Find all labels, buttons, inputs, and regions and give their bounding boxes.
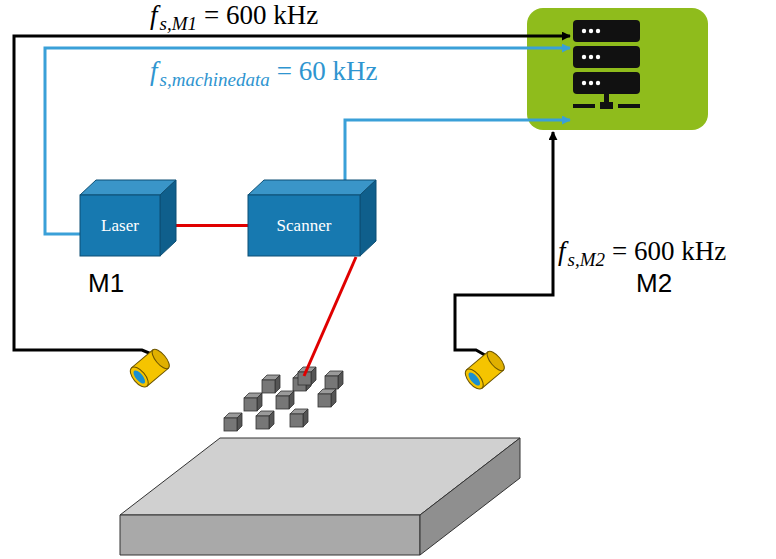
box-label: Laser bbox=[101, 216, 139, 236]
signal-line bbox=[455, 132, 553, 358]
sample-rate-m1: fs,M1= 600 kHz bbox=[150, 2, 318, 29]
formula-label: = 600 kHz bbox=[612, 238, 726, 265]
sensor-name: M2 bbox=[636, 270, 672, 296]
scanner-box: Scanner bbox=[248, 180, 376, 256]
formula-label: = 60 kHz bbox=[277, 58, 378, 85]
server-panel bbox=[527, 8, 708, 130]
sensor-m1 bbox=[127, 347, 172, 390]
server-icon bbox=[573, 20, 640, 109]
printed-parts bbox=[224, 367, 343, 431]
signal-line bbox=[14, 36, 570, 358]
box-label: Scanner bbox=[277, 216, 332, 236]
formula-label: f bbox=[558, 238, 566, 265]
laser-box: Laser bbox=[80, 180, 176, 256]
sensor-m2 bbox=[462, 349, 507, 392]
formula-label: f bbox=[150, 2, 158, 29]
formula-label: = 600 kHz bbox=[204, 2, 318, 29]
beam-connector bbox=[176, 224, 248, 227]
sensor-name: M1 bbox=[88, 270, 124, 296]
subscript-label: s,M1 bbox=[160, 14, 197, 33]
laser-beam bbox=[304, 257, 356, 376]
signal-line bbox=[345, 120, 570, 181]
sample-rate-m2: fs,M2= 600 kHz bbox=[558, 238, 726, 265]
formula-label: f bbox=[150, 58, 158, 85]
subscript-label: s,machinedata bbox=[160, 70, 270, 89]
sample-rate-machine: fs,machinedata= 60 kHz bbox=[150, 58, 378, 85]
build-plate bbox=[120, 438, 520, 555]
subscript-label: s,M2 bbox=[568, 250, 605, 269]
